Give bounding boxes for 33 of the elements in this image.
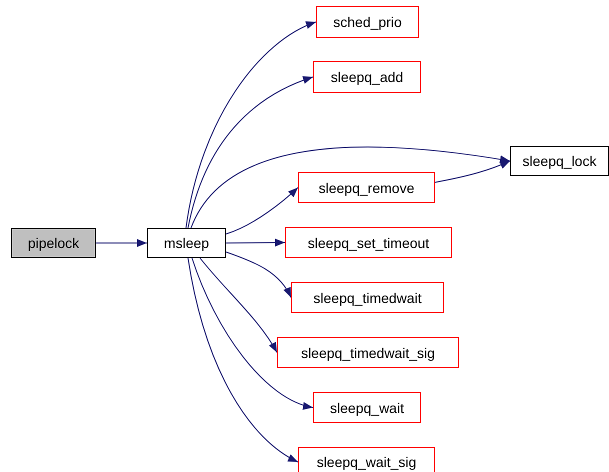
function-name: msleep — [164, 235, 210, 251]
function-box — [313, 392, 421, 423]
function-box — [285, 227, 452, 258]
function-name: sleepq_wait_sig — [316, 454, 416, 470]
call-arrow — [186, 22, 316, 228]
function-box — [313, 61, 421, 93]
function-name: sleepq_timedwait_sig — [301, 344, 435, 360]
function-name: sleepq_remove — [318, 180, 414, 196]
call-arrow — [188, 258, 298, 462]
function-name: sleepq_add — [330, 69, 404, 85]
function-name: sleepq_timedwait — [313, 290, 422, 306]
function-box — [510, 146, 609, 176]
function-name: sched_prio — [333, 14, 402, 30]
call-arrow — [192, 258, 314, 409]
function-name: sleepq_wait — [330, 400, 404, 416]
call-arrow — [96, 239, 148, 247]
function-name: pipelock — [28, 235, 80, 251]
function-name: sleepq_set_timeout — [308, 234, 430, 250]
function-box — [298, 172, 435, 203]
function-box — [277, 337, 459, 368]
call-arrow — [226, 187, 298, 234]
call-arrow — [200, 258, 278, 353]
function-box — [11, 228, 96, 258]
function-box — [316, 6, 419, 38]
function-box — [147, 228, 226, 258]
function-box — [298, 447, 435, 472]
function-name: sleepq_lock — [522, 153, 596, 169]
function-box — [291, 282, 444, 313]
call-arrow — [226, 252, 292, 298]
call-arrow — [188, 76, 314, 228]
call-arrow — [226, 238, 286, 247]
call-arrow — [190, 146, 510, 228]
call-arrow — [434, 160, 510, 183]
